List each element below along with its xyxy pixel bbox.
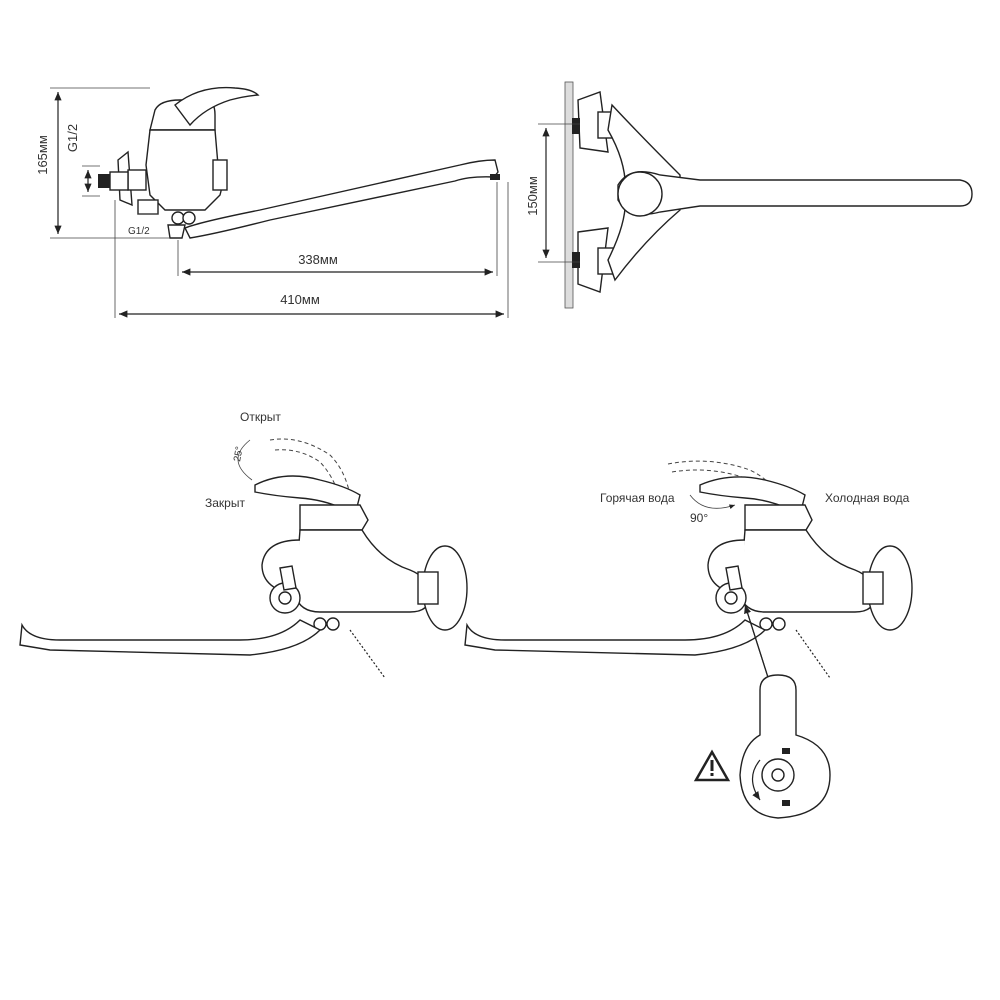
- open-label: Открыт: [240, 410, 281, 424]
- closed-label: Закрыт: [205, 496, 245, 510]
- cold-water-label: Холодная вода: [825, 491, 910, 505]
- hot-water-label: Горячая вода: [600, 491, 675, 505]
- total-length-label: 410мм: [280, 292, 320, 307]
- top-view: 150мм: [525, 81, 973, 309]
- height-dimension-label: 165мм: [35, 135, 50, 175]
- spout-reach-label: 338мм: [298, 252, 338, 267]
- temperature-view: Горячая вода Холодная вода 90°: [464, 460, 913, 819]
- side-view: 165мм G1/2 G1/2 338мм 410мм: [35, 86, 509, 318]
- warning-icon: [693, 749, 731, 782]
- bottom-thread-label: G1/2: [128, 226, 150, 237]
- rotation-angle-label: 90°: [690, 511, 708, 525]
- mount-spacing-label: 150мм: [525, 176, 540, 216]
- side-thread-label: G1/2: [65, 124, 80, 152]
- lever-angle-label: 25°: [232, 446, 245, 463]
- lever-operation-view: Открыт Закрыт 25°: [19, 410, 468, 679]
